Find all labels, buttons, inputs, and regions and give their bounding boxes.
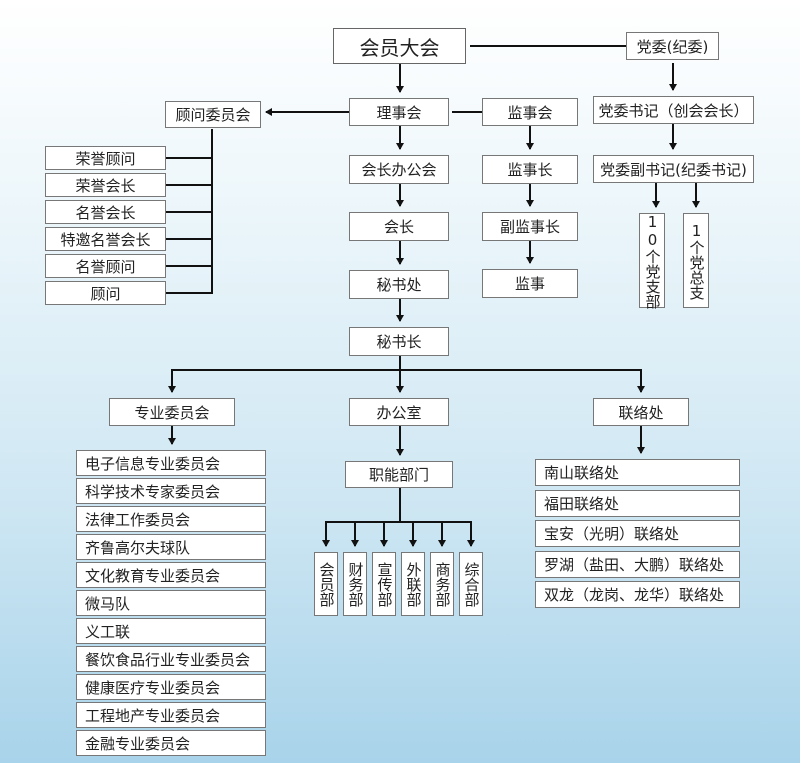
president-node: 会长 (349, 212, 449, 241)
party-secretary-node: 党委书记（创会会长） (593, 96, 754, 124)
party-committee-node: 党委(纪委) (626, 32, 719, 60)
committee-item: 齐鲁高尔夫球队 (76, 534, 266, 560)
committee-item: 微马队 (76, 590, 266, 616)
advisor-item: 名誉会长 (45, 200, 166, 224)
president-office-node: 会长办公会 (349, 155, 449, 184)
chief-supervisor-node: 监事长 (482, 155, 578, 184)
party-general-branch-node: 1个党总支 (683, 213, 709, 308)
supervisory-board-node: 监事会 (482, 98, 578, 126)
committee-item: 文化教育专业委员会 (76, 562, 266, 588)
party-deputy-secretary-node: 党委副书记(纪委书记) (593, 155, 754, 183)
council-node: 理事会 (349, 98, 449, 126)
secretary-general-node: 秘书长 (349, 327, 449, 356)
general-assembly-node: 会员大会 (333, 28, 466, 64)
advisory-committee-node: 顾问委员会 (165, 101, 261, 128)
liaison-office-item: 福田联络处 (535, 490, 740, 517)
committee-item: 餐饮食品行业专业委员会 (76, 646, 266, 672)
deputy-supervisor-node: 副监事长 (482, 212, 578, 241)
liaison-node: 联络处 (593, 398, 689, 426)
party-branches-node: 10个党支部 (639, 213, 665, 309)
functional-departments-node: 职能部门 (345, 461, 453, 488)
supervisor-node: 监事 (482, 269, 578, 298)
department-node: 商务部 (430, 552, 454, 616)
committee-item: 科学技术专家委员会 (76, 478, 266, 504)
advisor-item: 名誉顾问 (45, 254, 166, 278)
liaison-office-item: 南山联络处 (535, 459, 740, 486)
committee-item: 工程地产专业委员会 (76, 702, 266, 728)
department-node: 财务部 (343, 552, 367, 616)
department-node: 会员部 (314, 552, 338, 616)
committee-item: 健康医疗专业委员会 (76, 674, 266, 700)
advisor-item: 顾问 (45, 281, 166, 305)
office-node: 办公室 (349, 398, 449, 426)
liaison-office-item: 宝安（光明）联络处 (535, 520, 740, 547)
liaison-office-item: 双龙（龙岗、龙华）联络处 (535, 581, 740, 608)
department-node: 综合部 (459, 552, 483, 616)
committee-item: 金融专业委员会 (76, 730, 266, 756)
committee-item: 电子信息专业委员会 (76, 450, 266, 476)
committee-item: 法律工作委员会 (76, 506, 266, 532)
liaison-office-item: 罗湖（盐田、大鹏）联络处 (535, 551, 740, 578)
secretariat-node: 秘书处 (349, 270, 449, 299)
department-node: 宣传部 (372, 552, 396, 616)
department-node: 外联部 (401, 552, 425, 616)
advisor-item: 荣誉顾问 (45, 146, 166, 170)
special-committee-node: 专业委员会 (109, 398, 235, 426)
committee-item: 义工联 (76, 618, 266, 644)
advisor-item: 荣誉会长 (45, 173, 166, 197)
advisor-item: 特邀名誉会长 (45, 227, 166, 251)
